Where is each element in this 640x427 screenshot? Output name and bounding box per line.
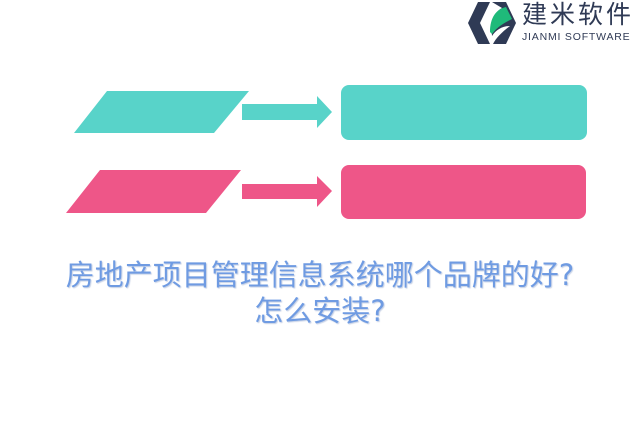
box-pink [341,165,586,219]
arrow-right-icon [242,176,332,207]
parallelogram-teal [74,91,249,133]
brand-logo: 建米软件 JIANMI SOFTWARE [466,0,640,48]
title-line-2: 怎么安装? [254,294,386,328]
parallelogram-pink [66,170,241,213]
brand-name-en: JIANMI SOFTWARE [522,31,631,43]
brand-name-cn: 建米软件 [522,0,635,29]
flow-shapes [66,91,332,213]
flow-diagram [66,85,587,219]
arrow-right-icon [242,96,332,128]
title-line-1: 房地产项目管理信息系统哪个品牌的好? [65,258,575,292]
jianmi-hexagon-leaf-icon [468,2,516,44]
page-title: 房地产项目管理信息系统哪个品牌的好? 怎么安装? [0,257,640,329]
box-teal [341,85,587,140]
